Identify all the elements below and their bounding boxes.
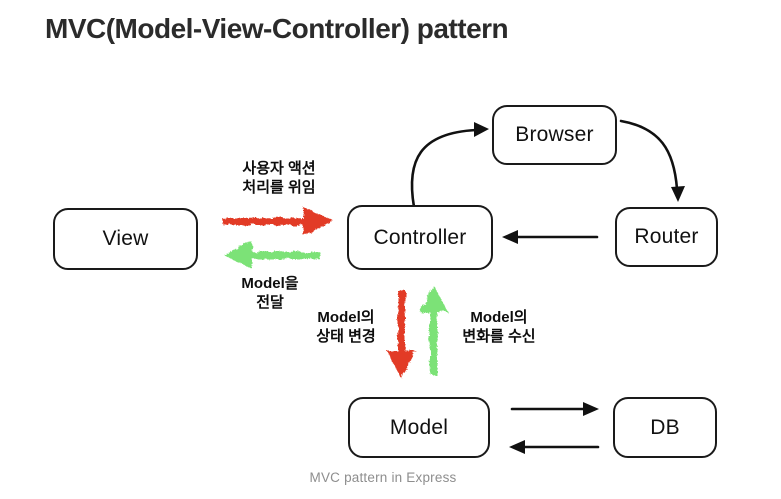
edge-label-line: 전달 (256, 294, 284, 311)
arrowhead-to-db (583, 402, 599, 416)
red-arrow-controller-to-model (387, 290, 416, 378)
node-controller-label: Controller (373, 225, 467, 249)
node-view-label: View (102, 227, 149, 250)
green-arrow-controller-to-view (224, 241, 320, 269)
green-arrow-model-to-controller (420, 286, 448, 375)
edge-label-line: 변화를 수신 (462, 328, 536, 345)
edge-label-pass-model: Model을 전달 (210, 274, 330, 312)
arrowhead-to-controller (502, 230, 518, 244)
page-title: MVC(Model-View-Controller) pattern (45, 13, 509, 44)
diagram-caption: MVC pattern in Express (309, 470, 457, 485)
node-router: Router (615, 207, 718, 267)
node-db-label: DB (650, 415, 680, 439)
arrowhead-to-browser (474, 122, 489, 137)
node-controller: Controller (347, 205, 493, 270)
edge-label-line: Model을 (241, 275, 299, 292)
edge-label-line: 상태 변경 (316, 328, 376, 345)
arrowhead-to-model (509, 440, 525, 454)
arrow-browser-to-router (619, 119, 679, 191)
edge-label-line: Model의 (470, 309, 528, 326)
node-db: DB (613, 397, 717, 458)
node-browser: Browser (492, 105, 617, 165)
edge-label-delegate-user-action: 사용자 액션 처리를 위임 (214, 159, 344, 197)
edge-label-change-model-state: Model의 상태 변경 (285, 308, 407, 346)
node-model-label: Model (389, 415, 449, 439)
edge-label-line: 사용자 액션 (242, 160, 316, 177)
node-model: Model (348, 397, 490, 458)
edge-label-receive-model-changes: Model의 변화를 수신 (437, 308, 561, 346)
node-browser-label: Browser (515, 123, 594, 146)
edge-label-line: Model의 (317, 309, 375, 326)
red-arrow-view-to-controller (222, 207, 334, 236)
arrow-controller-to-browser (410, 128, 478, 209)
edge-label-line: 처리를 위임 (242, 179, 316, 196)
node-router-label: Router (634, 225, 699, 248)
arrowhead-to-router (671, 186, 685, 202)
node-view: View (53, 208, 198, 270)
